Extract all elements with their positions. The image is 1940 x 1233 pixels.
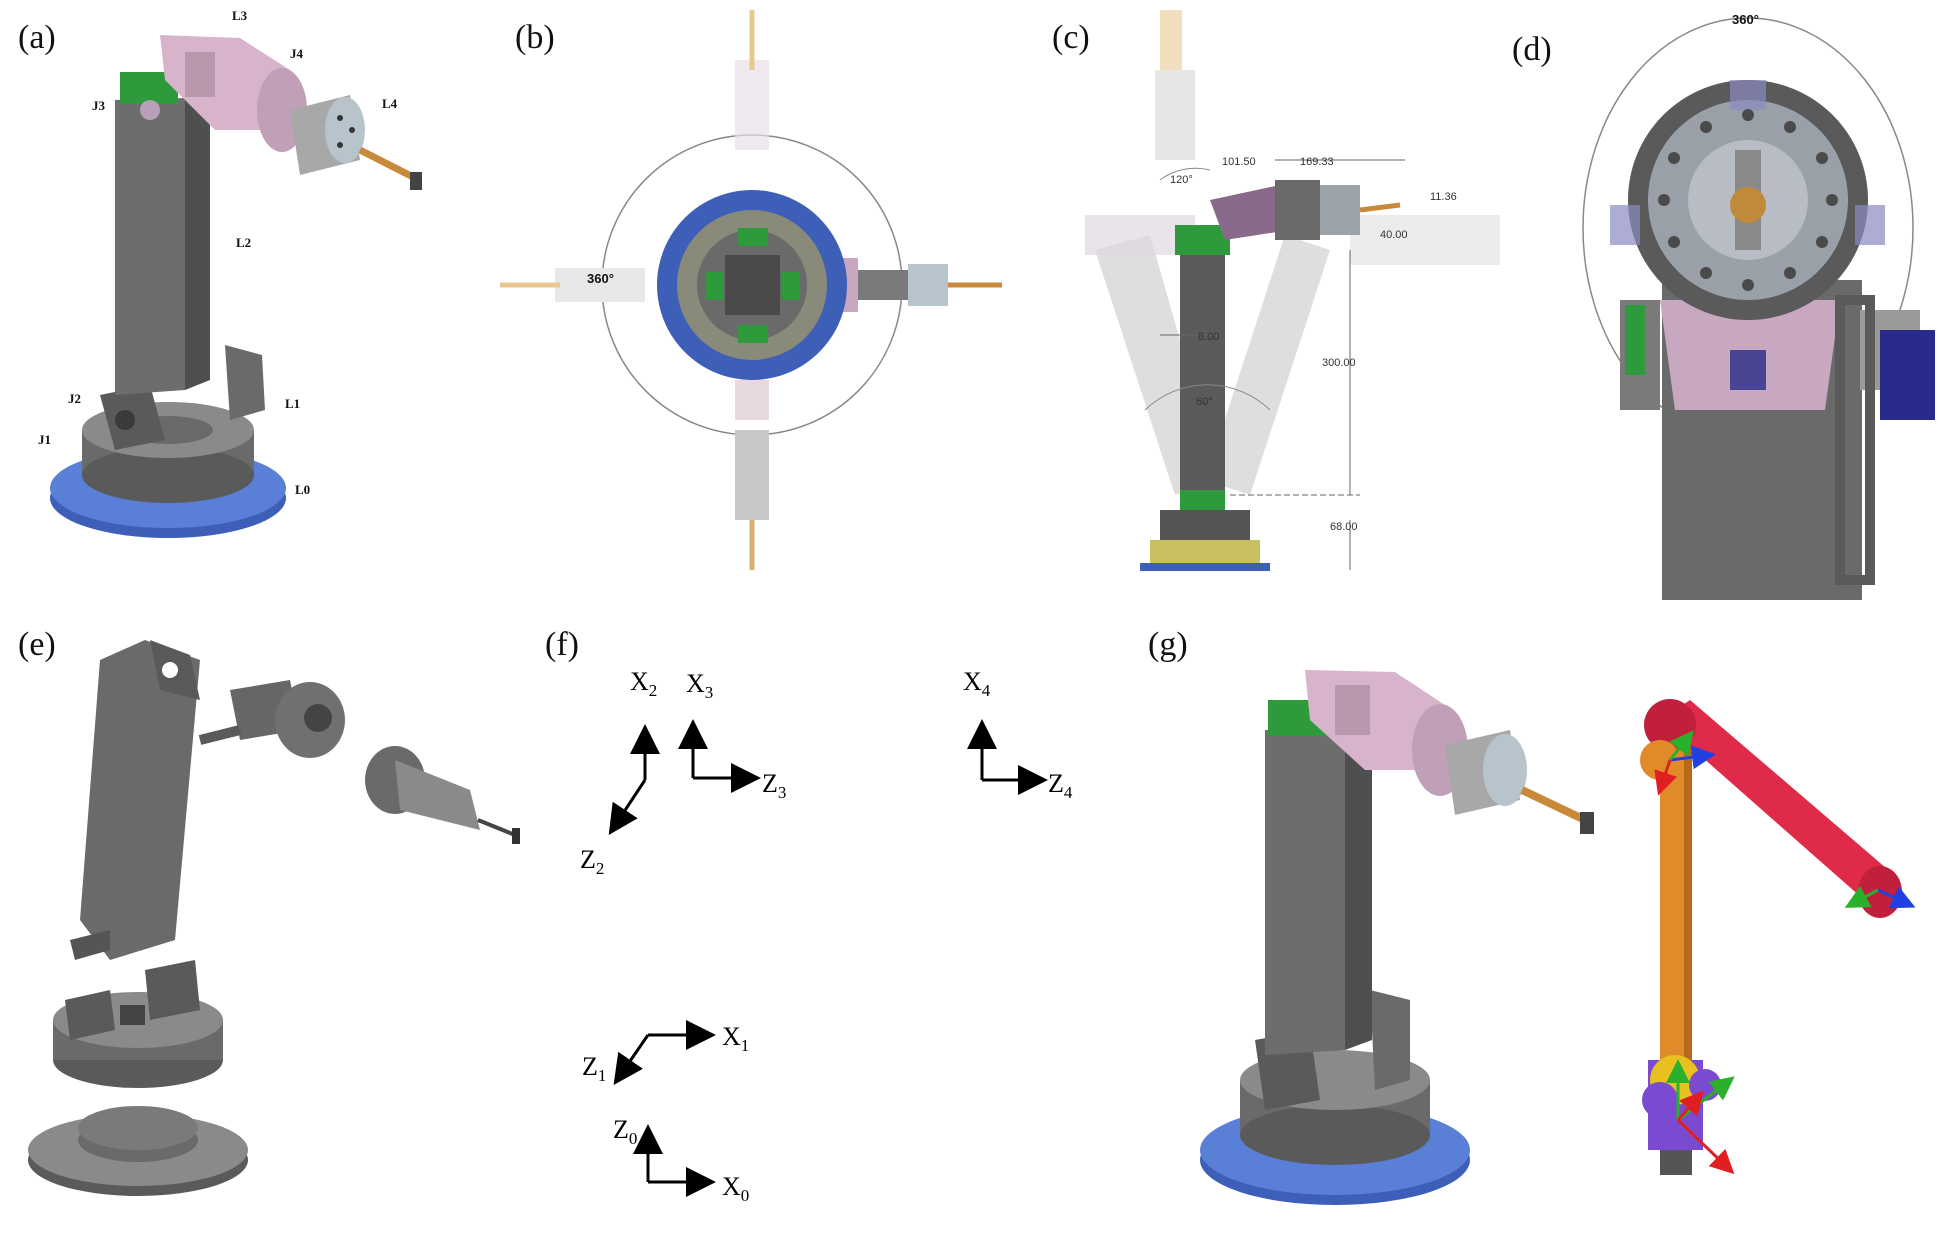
panel-e-exploded [28,640,520,1196]
label-z2: Z2 [580,845,604,878]
dim-8: 8.00 [1198,331,1219,343]
panel-d-front-view: 360° [1582,12,1935,600]
dim-101: 101.50 [1222,156,1256,168]
label-L0: L0 [295,482,310,497]
dim-169: 169.33 [1300,156,1334,168]
axis-z2 [608,779,647,836]
label-x0: X0 [722,1172,749,1205]
label-J3: J3 [92,98,106,113]
label-x2: X2 [630,667,657,700]
angle-label-d: 360° [1732,12,1759,27]
panel-a-robot-arm: L3 J4 J3 L4 L2 J2 L1 J1 L0 [38,8,422,538]
label-x3: X3 [686,669,713,702]
label-J2: J2 [68,391,81,406]
dim-68: 68.00 [1330,521,1358,533]
label-z4: Z4 [1048,769,1073,802]
panel-label-c: (c) [1052,19,1090,56]
label-x4: X4 [963,667,991,700]
panel-label-a: (a) [18,19,56,56]
dim-120deg: 120° [1170,174,1193,186]
dim-40: 40.00 [1380,229,1408,241]
panel-label-g: (g) [1148,626,1188,663]
panel-label-d: (d) [1512,31,1552,68]
panel-label-f: (f) [545,626,579,663]
label-L1: L1 [285,396,300,411]
label-L2: L2 [236,235,251,250]
panel-f-frames: X2 Z2 X3 Z3 X4 Z4 X1 Z1 Z0 X0 [580,667,1073,1205]
dim-300: 300.00 [1322,357,1356,369]
angle-label-b: 360° [587,271,614,286]
label-z3: Z3 [762,769,786,802]
label-z0: Z0 [613,1115,637,1148]
label-L3: L3 [232,8,248,23]
label-z1: Z1 [582,1052,606,1085]
dim-60deg: 60° [1196,396,1213,408]
label-L4: L4 [382,96,398,111]
panel-g-arm-model [1200,670,1916,1205]
panel-label-e: (e) [18,626,56,663]
panel-label-b: (b) [515,19,555,56]
label-J1: J1 [38,432,51,447]
panel-c-side-view: 101.50 169.33 11.36 40.00 120° 8.00 300.… [1085,10,1500,571]
panel-b-top-view: 360° [500,10,1002,570]
axis-z1 [613,1034,650,1085]
label-J4: J4 [290,46,304,61]
dim-11: 11.36 [1430,191,1457,203]
label-x1: X1 [722,1022,749,1055]
